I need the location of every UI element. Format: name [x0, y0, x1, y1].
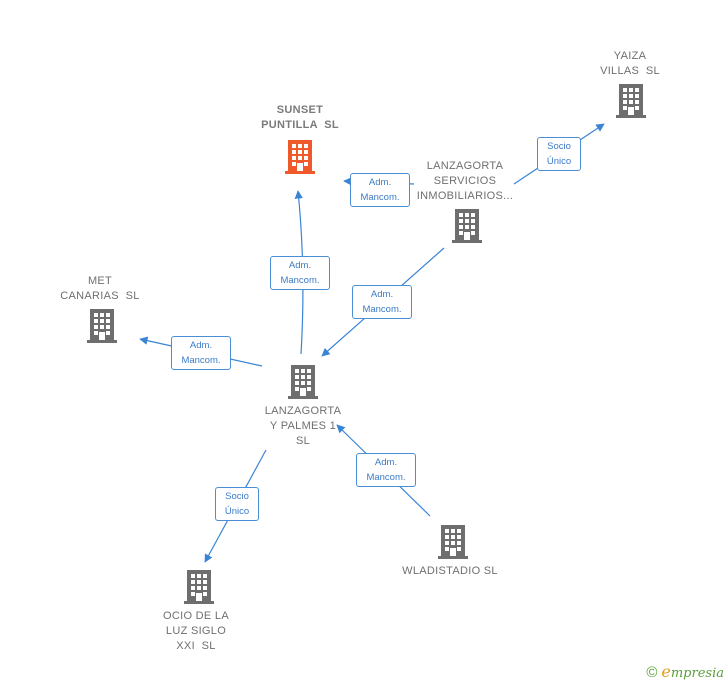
- building-icon-lanzagorta-palmes: [288, 365, 318, 399]
- edge-label-serv-to-sunset: Adm. Mancom.: [350, 173, 410, 207]
- edge-label-wlad-to-palmes: Adm. Mancom.: [356, 453, 416, 487]
- node-label-yaiza[interactable]: YAIZA VILLAS SL: [600, 50, 660, 77]
- building-icon-wladistadio: [438, 525, 468, 559]
- building-icon-ocio: [184, 570, 214, 604]
- brand-name: mpresia: [670, 666, 724, 681]
- node-label-lanzagorta-servicios[interactable]: LANZAGORTA SERVICIOS INMOBILIARIOS...: [416, 160, 514, 202]
- copyright-symbol: ©: [646, 664, 658, 681]
- empresia-logo[interactable]: ©empresia: [646, 662, 724, 681]
- edge-label-palmes-to-met: Adm. Mancom.: [171, 336, 231, 370]
- node-label-wladistadio[interactable]: WLADISTADIO SL: [402, 565, 498, 577]
- node-label-ocio[interactable]: OCIO DE LA LUZ SIGLO XXI SL: [163, 610, 229, 652]
- brand-initial: e: [661, 662, 671, 681]
- building-icon-met: [87, 309, 117, 343]
- node-label-lanzagorta-palmes[interactable]: LANZAGORTA Y PALMES 1 SL: [264, 405, 342, 447]
- building-icon-sunset: [285, 140, 315, 174]
- edge-label-serv-to-yaiza: Socio Único: [537, 137, 581, 171]
- building-icon-yaiza: [616, 84, 646, 118]
- building-icon-lanzagorta-servicios: [452, 209, 482, 243]
- node-label-sunset[interactable]: SUNSET PUNTILLA SL: [261, 104, 339, 131]
- edge-label-palmes-to-sunset: Adm. Mancom.: [270, 256, 330, 290]
- edge-label-palmes-to-ocio: Socio Único: [215, 487, 259, 521]
- edge-label-serv-to-palmes: Adm. Mancom.: [352, 285, 412, 319]
- node-label-met[interactable]: MET CANARIAS SL: [60, 275, 140, 302]
